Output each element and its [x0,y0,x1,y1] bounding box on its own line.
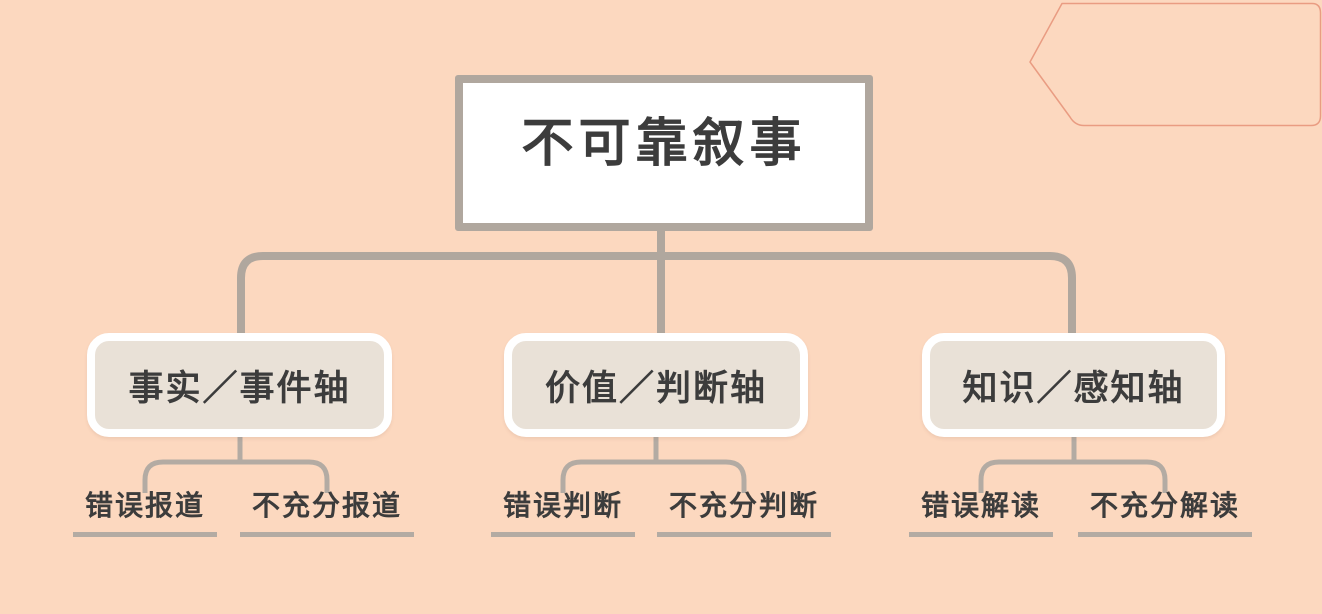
branch-topic-value-judgment-axis[interactable]: 价值／判断轴 [504,333,808,437]
leaf-topic-insufficient-judgment[interactable]: 不充分判断 [656,489,832,537]
main-branch-connectors [237,228,1076,333]
arrow-banner-shape[interactable] [1029,2,1322,127]
root-topic[interactable]: 不可靠叙事 [455,75,873,231]
branch-topic-fact-event-axis[interactable]: 事实／事件轴 [87,333,392,437]
leaf-topic-erroneous-judgment[interactable]: 错误判断 [490,489,636,537]
sub-branch-connectors [142,435,1168,493]
leaf-topic-erroneous-interpretation[interactable]: 错误解读 [908,489,1054,537]
branch-topic-knowledge-perception-axis[interactable]: 知识／感知轴 [922,333,1225,437]
leaf-topic-insufficient-interpretation[interactable]: 不充分解读 [1077,489,1253,537]
leaf-topic-erroneous-reporting[interactable]: 错误报道 [72,489,218,537]
leaf-topic-insufficient-reporting[interactable]: 不充分报道 [239,489,415,537]
